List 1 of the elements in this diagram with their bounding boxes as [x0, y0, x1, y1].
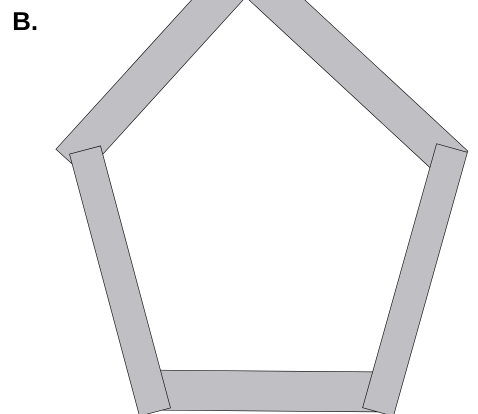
panel-label: B.	[14, 12, 36, 30]
